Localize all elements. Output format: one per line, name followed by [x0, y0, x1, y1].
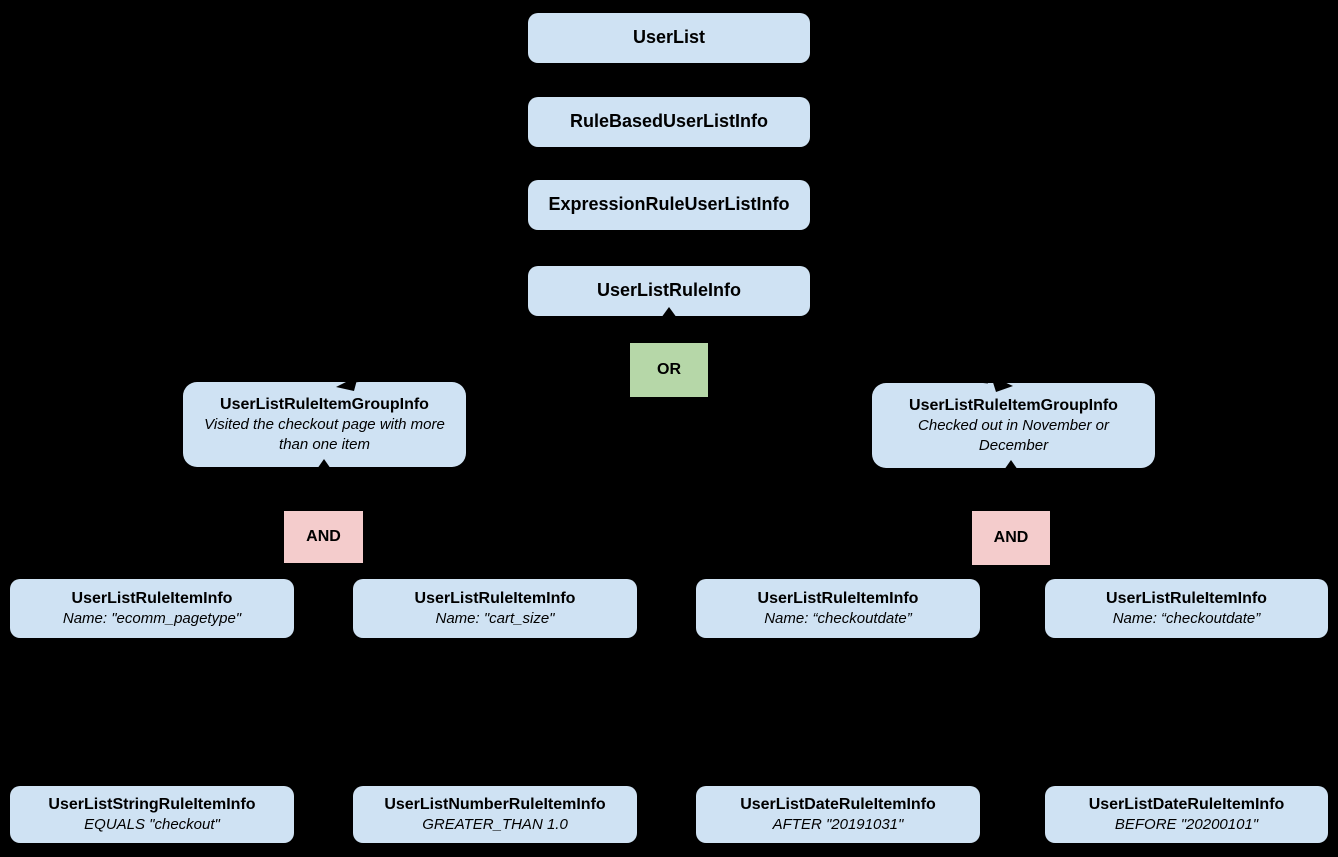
node-title: UserListRuleItemInfo — [757, 590, 919, 608]
and-label: AND — [993, 529, 1029, 546]
and-label: AND — [306, 528, 341, 545]
node-string-rule-item: UserListStringRuleItemInfo EQUALS "check… — [10, 786, 294, 843]
node-detail: Name: "cart_size" — [435, 610, 555, 628]
connector-line — [837, 566, 1012, 578]
or-label: OR — [657, 361, 681, 378]
node-title: ExpressionRuleUserListInfo — [548, 194, 790, 215]
node-detail: Name: “checkoutdate” — [764, 610, 912, 628]
node-detail: Name: "ecomm_pagetype" — [62, 610, 242, 628]
node-left-rule-item-group: UserListRuleItemGroupInfo Visited the ch… — [183, 382, 466, 467]
connector-line — [1010, 566, 1188, 578]
left-and-operator-node: AND — [284, 511, 363, 563]
node-rule-based-user-list-info: RuleBasedUserListInfo — [528, 97, 810, 147]
node-userlist: UserList — [528, 13, 810, 63]
node-detail: GREATER_THAN 1.0 — [422, 816, 568, 834]
node-rule-item-cart-size: UserListRuleItemInfo Name: "cart_size" — [353, 579, 637, 638]
node-title: UserListRuleItemGroupInfo — [909, 397, 1118, 415]
node-description: Visited the checkout page with more than… — [204, 416, 445, 454]
node-title: RuleBasedUserListInfo — [569, 111, 769, 132]
node-rule-item-checkoutdate-2: UserListRuleItemInfo Name: “checkoutdate… — [1045, 579, 1328, 638]
right-and-operator-node: AND — [972, 511, 1050, 565]
node-detail: BEFORE "20200101" — [1114, 816, 1259, 834]
node-rule-item-ecomm-pagetype: UserListRuleItemInfo Name: "ecomm_pagety… — [10, 579, 294, 638]
node-title: UserListDateRuleItemInfo — [1088, 796, 1285, 814]
node-user-list-rule-info: UserListRuleInfo — [528, 266, 810, 316]
node-title: UserListRuleInfo — [596, 280, 742, 301]
node-rule-item-checkoutdate-1: UserListRuleItemInfo Name: “checkoutdate… — [696, 579, 980, 638]
connector-line — [151, 564, 325, 578]
node-detail: EQUALS "checkout" — [84, 816, 220, 834]
node-date-rule-item-before: UserListDateRuleItemInfo BEFORE "2020010… — [1045, 786, 1328, 843]
node-title: UserListDateRuleItemInfo — [740, 796, 936, 814]
node-title: UserListNumberRuleItemInfo — [384, 796, 606, 814]
node-date-rule-item-after: UserListDateRuleItemInfo AFTER "20191031… — [696, 786, 980, 843]
node-description: Checked out in November or December — [918, 417, 1109, 455]
or-operator-node: OR — [630, 343, 708, 397]
node-right-rule-item-group: UserListRuleItemGroupInfo Checked out in… — [872, 383, 1155, 468]
node-number-rule-item: UserListNumberRuleItemInfo GREATER_THAN … — [353, 786, 637, 843]
node-title: UserListRuleItemInfo — [1106, 590, 1267, 608]
node-detail: Name: “checkoutdate” — [1112, 610, 1261, 628]
node-expression-rule-user-list-info: ExpressionRuleUserListInfo — [528, 180, 810, 230]
node-title: UserListRuleItemInfo — [414, 590, 576, 608]
node-title: UserList — [632, 27, 706, 48]
node-title: UserListStringRuleItemInfo — [48, 796, 256, 814]
connector-line — [323, 564, 497, 578]
node-detail: AFTER "20191031" — [772, 816, 904, 834]
node-title: UserListRuleItemInfo — [71, 590, 233, 608]
node-title: UserListRuleItemGroupInfo — [220, 396, 429, 414]
